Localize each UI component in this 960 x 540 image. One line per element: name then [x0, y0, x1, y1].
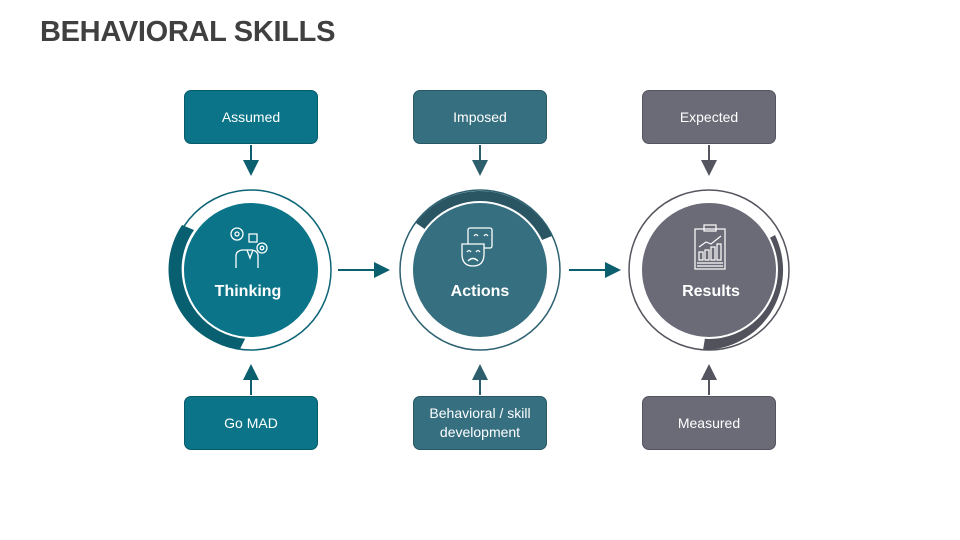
thinking-person-gears-icon: [230, 227, 268, 268]
expected-box: Expected: [642, 90, 776, 144]
connector-arrows: [243, 145, 717, 395]
thinking-label: Thinking: [214, 283, 282, 300]
clipboard-chart-icon: [694, 224, 726, 270]
results-circle: [628, 189, 790, 351]
results-label: Results: [682, 283, 740, 300]
behavioral-skill-development-box: Behavioral / skill development: [413, 396, 547, 450]
measured-box: Measured: [642, 396, 776, 450]
actions-label: Actions: [450, 283, 510, 300]
theater-masks-icon: [461, 227, 493, 267]
assumed-box: Assumed: [184, 90, 318, 144]
actions-circle: [399, 189, 561, 351]
thinking-circle: [168, 189, 332, 351]
imposed-box: Imposed: [413, 90, 547, 144]
go-mad-box: Go MAD: [184, 396, 318, 450]
page-title: BEHAVIORAL SKILLS: [40, 16, 336, 48]
